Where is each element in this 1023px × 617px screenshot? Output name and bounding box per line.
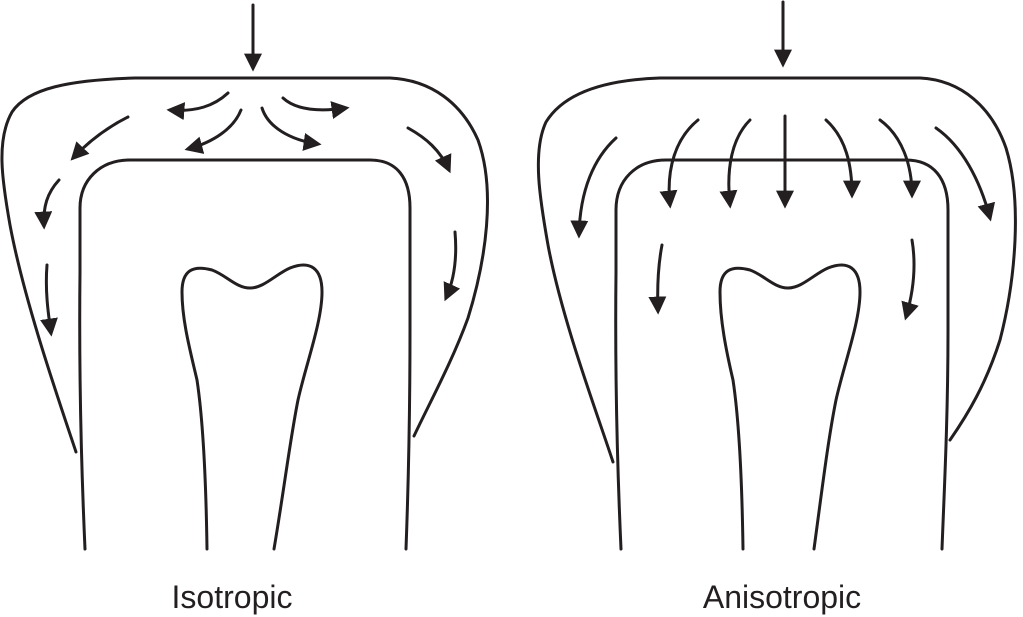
isotropic-stress-arrows [34, 91, 461, 337]
stress-arrow [281, 96, 350, 119]
anisotropic-pulp-outline [718, 263, 862, 551]
stress-arrow [824, 118, 861, 199]
stress-arrow [406, 126, 452, 174]
isotropic-crown-outline [0, 76, 489, 454]
stress-arrow [570, 136, 618, 239]
anisotropic-dentin-outline [614, 158, 950, 551]
isotropic-dentin-outline [78, 158, 412, 551]
stress-arrow [184, 108, 243, 154]
stress-arrow [40, 263, 58, 337]
anisotropic-crown-outline [536, 76, 1017, 464]
isotropic-pulp-outline [180, 263, 324, 551]
isotropic-panel [0, 3, 489, 551]
anisotropic-stress-arrows [570, 114, 996, 321]
isotropic-caption: Isotropic [171, 579, 293, 615]
stress-arrow [260, 106, 322, 151]
stress-arrow [934, 126, 996, 222]
stress-arrow [648, 243, 667, 315]
anisotropic-caption: Anisotropic [702, 579, 862, 615]
stress-arrow [70, 115, 130, 161]
stress-arrow [719, 118, 752, 209]
stress-arrow [878, 118, 921, 199]
anisotropic-panel [536, 0, 1017, 551]
stress-arrow [901, 238, 919, 321]
stress-arrow [34, 178, 61, 230]
stress-arrow [659, 118, 700, 209]
stress-arrow [443, 230, 461, 302]
stress-arrow [166, 91, 230, 121]
